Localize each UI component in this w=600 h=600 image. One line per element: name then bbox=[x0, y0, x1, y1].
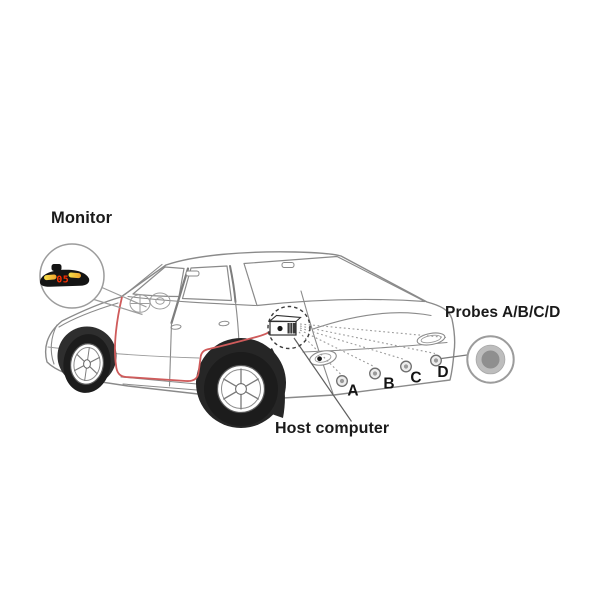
monitor-mount bbox=[51, 264, 62, 271]
sensor-b-label: B bbox=[383, 376, 394, 393]
roof-handle-rear bbox=[281, 262, 295, 268]
sensor-d: D bbox=[430, 354, 449, 381]
rocker-line-lower bbox=[122, 383, 198, 391]
car-illustration bbox=[44, 251, 456, 428]
c-pillar bbox=[229, 265, 237, 303]
probe-closeup bbox=[441, 335, 515, 384]
rear-bumper-sensors: A B C D bbox=[336, 354, 449, 400]
sensor-c: C bbox=[400, 360, 422, 387]
sensor-d-label: D bbox=[437, 364, 448, 381]
sensor-b: B bbox=[369, 367, 395, 393]
sensor-c-label: C bbox=[410, 370, 421, 387]
host-computer-callout-circle bbox=[267, 305, 311, 350]
monitor-callout-line-lower bbox=[93, 298, 143, 316]
quarter-panel-seam bbox=[300, 290, 334, 395]
sensor-a-label: A bbox=[347, 383, 358, 400]
sensor-wiring-dotted-lines bbox=[298, 323, 447, 375]
monitor-closeup: 05 bbox=[39, 243, 147, 316]
probes-label: Probes A/B/C/D bbox=[445, 304, 561, 321]
rear-wheel bbox=[196, 338, 286, 428]
belt-line bbox=[127, 295, 257, 307]
rear-door-handle bbox=[218, 320, 230, 327]
host-computer-connector-pins bbox=[287, 323, 296, 334]
monitor-right-indicator-bar bbox=[68, 272, 81, 279]
host-computer-unit bbox=[267, 305, 447, 422]
host-computer-label: Host computer bbox=[275, 420, 390, 437]
rear-windshield bbox=[243, 255, 426, 307]
wiring-harness bbox=[114, 296, 273, 382]
front-door-seam bbox=[168, 322, 173, 387]
front-bumper-seam bbox=[50, 324, 58, 365]
roof-handle-front bbox=[185, 270, 200, 277]
trunk-crease bbox=[312, 312, 432, 330]
front-door-handle bbox=[170, 324, 182, 330]
host-computer-label-line bbox=[293, 337, 352, 422]
monitor-label: Monitor bbox=[51, 209, 113, 227]
front-hub bbox=[83, 359, 91, 369]
probe-connector-line bbox=[441, 354, 468, 360]
monitor-distance-readout: 05 bbox=[56, 274, 69, 285]
monitor-callout-line-upper bbox=[101, 286, 147, 308]
probe-center bbox=[481, 350, 500, 369]
sensor-a: A bbox=[336, 375, 359, 400]
host-computer-port-dot bbox=[277, 325, 283, 332]
b-pillar bbox=[170, 267, 190, 325]
windshield-edge bbox=[124, 263, 163, 296]
front-wheel bbox=[57, 326, 117, 393]
rear-hub bbox=[235, 383, 247, 395]
monitor-left-indicator-bar bbox=[44, 274, 57, 281]
